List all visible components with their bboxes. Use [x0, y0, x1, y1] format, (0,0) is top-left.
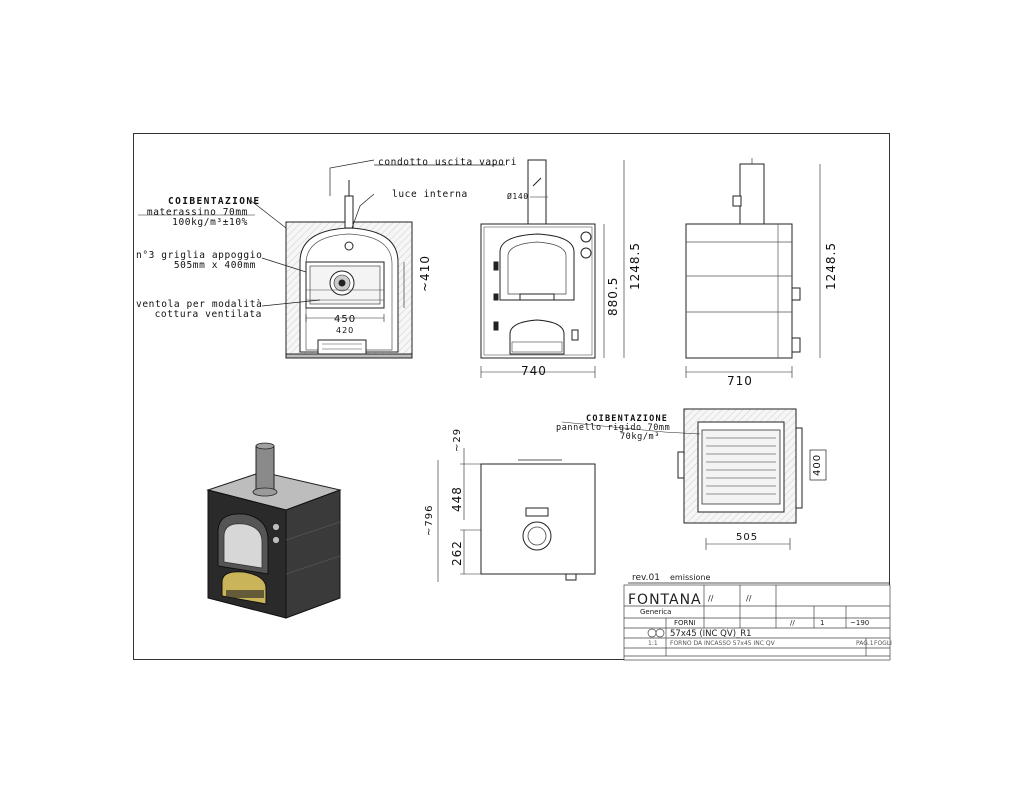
label-coibentazione-1-line2: 100kg/m³±10%	[172, 217, 248, 228]
dim-420: 420	[336, 326, 355, 335]
label-condotto-uscita-vapori: condotto uscita vapori	[378, 157, 518, 168]
label-griglia-line2: 505mm x 400mm	[173, 260, 256, 271]
label-diameter-140: Ø140	[507, 192, 529, 201]
title-generica: Generica	[640, 608, 672, 616]
label-luce-interna: luce interna	[392, 189, 468, 200]
dim-29: ~29	[452, 427, 463, 452]
title-weight: ~190	[850, 619, 870, 627]
title-description: FORNO DA INCASSO 57x45 INC QV	[670, 640, 775, 647]
dim-1248-side: 1248.5	[824, 242, 838, 290]
label-coibentazione-2-title: COIBENTAZIONE	[586, 414, 669, 424]
side-elevation-view	[685, 158, 821, 378]
label-coibentazione-2-line2: 70kg/m³	[619, 432, 660, 442]
dim-740: 740	[521, 364, 547, 378]
title-scale: 1:1	[648, 640, 658, 647]
title-block-frame	[623, 582, 891, 661]
title-qty: 1	[820, 619, 825, 627]
label-coibentazione-1-line1: materassino 70mm	[146, 207, 248, 218]
title-emissione: emissione	[670, 573, 711, 582]
dim-505: 505	[736, 532, 759, 543]
oven-3d-render	[206, 442, 342, 619]
title-rev: rev.01	[632, 573, 660, 583]
title-slash-3: //	[790, 619, 795, 627]
section-front-view	[138, 159, 505, 359]
dim-450: 450	[334, 314, 357, 325]
fontana-logo: FONTANA	[628, 592, 702, 608]
dim-262: 262	[450, 540, 464, 566]
label-griglia-line1: n°3 griglia appoggio	[136, 250, 263, 261]
horizontal-section-view	[561, 408, 827, 550]
label-coibentazione-1-title: COIBENTAZIONE	[168, 196, 261, 207]
label-coibentazione-2-line1: pannello rigido 70mm	[556, 423, 671, 433]
dim-796: ~796	[424, 504, 435, 536]
title-code: 57x45 (INC QV)_R1	[670, 629, 752, 639]
label-ventola-line1: ventola per modalità	[136, 299, 263, 310]
dim-1248-front: 1248.5	[628, 242, 642, 290]
title-sheets: FOGLI	[874, 640, 892, 647]
dim-710: 710	[727, 374, 753, 388]
title-forni: FORNI	[674, 619, 696, 627]
plan-view	[437, 448, 596, 582]
title-slash-1: //	[708, 594, 714, 603]
dim-410: ~410	[418, 255, 432, 292]
dim-880: 880.5	[606, 276, 620, 316]
dim-448: 448	[450, 486, 464, 512]
front-elevation-view	[480, 159, 625, 378]
title-slash-2: //	[746, 594, 752, 603]
title-page: PAG.1	[856, 640, 874, 647]
label-ventola-line2: cottura ventilata	[154, 309, 262, 320]
dim-400: 400	[812, 453, 823, 476]
